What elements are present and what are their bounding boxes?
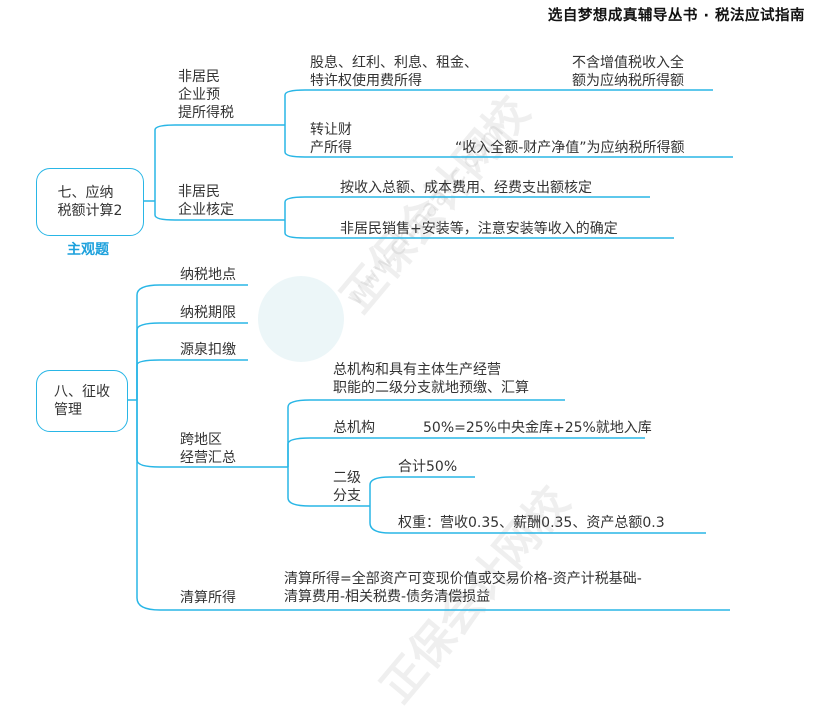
label-line: 经营汇总 xyxy=(180,450,236,466)
node-total-50: 合计50% xyxy=(398,459,458,475)
node-weights: 权重：营收0.35、薪酬0.35、资产总额0.3 xyxy=(398,515,665,531)
section-8-root-node: 八、征收 管理 xyxy=(36,370,128,432)
detail-treasury-split: 50%=25%中央金库+25%就地入库 xyxy=(423,420,652,436)
node-head-branch-prepay: 总机构和具有主体生产经营 职能的二级分支就地预缴、汇算 xyxy=(333,361,529,397)
label-line: 产所得 xyxy=(310,140,352,156)
label-line: 企业预 xyxy=(178,87,220,103)
book-header-title: 选自梦想成真辅导丛书 · 税法应试指南 xyxy=(547,8,805,24)
detail-gross-income: 不含增值税收入全 额为应纳税所得额 xyxy=(572,54,684,90)
label-line: 非居民 xyxy=(178,69,220,85)
branch-withholding: 源泉扣缴 xyxy=(180,342,236,358)
node-head-office: 总机构 xyxy=(333,420,375,436)
section-7-root-node: 七、应纳 税额计算2 xyxy=(36,168,144,236)
branch-tax-location: 纳税地点 xyxy=(180,267,236,283)
node-sales-installation: 非居民销售+安装等，注意安装等收入的确定 xyxy=(340,221,618,237)
subjective-question-tag: 主观题 xyxy=(67,242,109,258)
node-property-transfer: 转让财 产所得 xyxy=(310,121,352,157)
root-label-line: 税额计算2 xyxy=(57,203,123,219)
branch-nonresident-withholding: 非居民 企业预 提所得税 xyxy=(178,68,234,122)
connector-lines xyxy=(127,89,733,611)
root-label-line: 七、应纳 xyxy=(57,185,114,201)
label-line: 不含增值税收入全 xyxy=(572,55,684,71)
label-line: 跨地区 xyxy=(180,432,222,448)
label-line: 转让财 xyxy=(310,122,352,138)
label-line: 非居民 xyxy=(178,184,220,200)
label-line: 企业核定 xyxy=(178,202,234,218)
label-line: 股息、红利、利息、租金、 xyxy=(310,55,478,71)
label-line: 特许权使用费所得 xyxy=(310,73,422,89)
label-line: 清算费用-相关税费-债务清偿损益 xyxy=(284,589,491,605)
label-line: 清算所得=全部资产可变现价值或交易价格-资产计税基础- xyxy=(284,571,642,587)
branch-tax-period: 纳税期限 xyxy=(180,305,236,321)
label-line: 职能的二级分支就地预缴、汇算 xyxy=(333,380,529,396)
node-secondary-branch: 二级 分支 xyxy=(333,469,361,505)
root-label-line: 管理 xyxy=(54,402,82,418)
label-line: 总机构和具有主体生产经营 xyxy=(333,362,501,378)
detail-liquidation-formula: 清算所得=全部资产可变现价值或交易价格-资产计税基础- 清算费用-相关税费-债务… xyxy=(284,570,642,606)
root-label-line: 八、征收 xyxy=(54,384,110,400)
watermark-logo-icon xyxy=(258,276,344,362)
branch-cross-region: 跨地区 经营汇总 xyxy=(180,431,236,467)
node-deemed-by-gross: 按收入总额、成本费用、经费支出额核定 xyxy=(340,180,592,196)
label-line: 额为应纳税所得额 xyxy=(572,73,684,89)
label-line: 分支 xyxy=(333,488,361,504)
detail-net-value: “收入全额-财产净值”为应纳税所得额 xyxy=(455,140,685,156)
branch-nonresident-deemed: 非居民 企业核定 xyxy=(178,183,234,219)
label-line: 提所得税 xyxy=(178,105,234,121)
label-line: 二级 xyxy=(333,470,361,486)
branch-liquidation-income: 清算所得 xyxy=(180,590,236,606)
node-dividends-interest: 股息、红利、利息、租金、 特许权使用费所得 xyxy=(310,54,478,90)
